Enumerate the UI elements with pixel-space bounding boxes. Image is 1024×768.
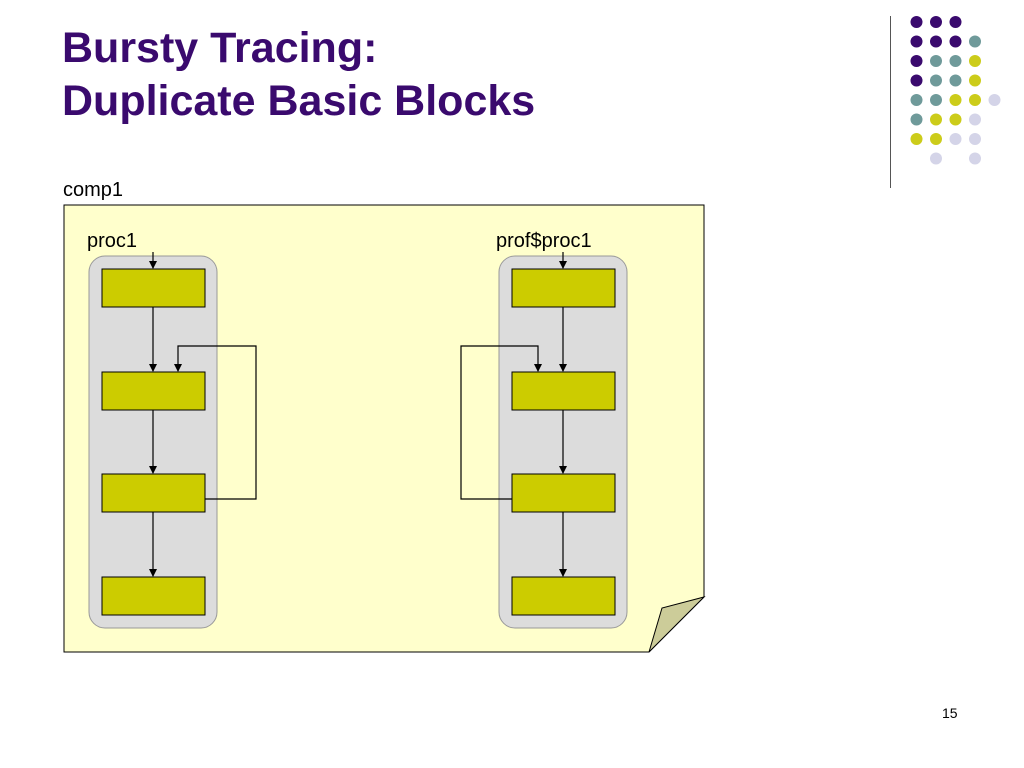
decorative-dot (930, 113, 942, 126)
decorative-dot (969, 152, 981, 165)
decorative-dot-grid (910, 16, 1001, 165)
decorative-dot (910, 94, 923, 106)
basic-block-prof-proc1-3 (511, 473, 616, 513)
decorative-dot (969, 113, 981, 126)
decorative-dot (949, 55, 962, 67)
decorative-dot (930, 55, 942, 67)
decorative-dot (949, 16, 962, 28)
decorative-dot (910, 16, 923, 28)
slide-title-line-1: Bursty Tracing: (62, 24, 378, 72)
back-edge-proc1 (174, 345, 257, 500)
decorative-dot (969, 94, 981, 106)
decorative-dot (949, 113, 962, 126)
basic-block-prof-proc1-2 (511, 371, 616, 411)
procedure-label-prof-proc1: prof$proc1 (496, 230, 592, 252)
decorative-dot (910, 113, 923, 126)
page-number: 15 (942, 705, 958, 721)
basic-block-prof-proc1-4 (511, 576, 616, 616)
slide-title: Bursty Tracing: Duplicate Basic Blocks (62, 22, 535, 128)
decorative-dot (969, 35, 981, 48)
basic-block-proc1-4 (101, 576, 206, 616)
decorative-dot (949, 35, 962, 48)
decorative-dot (930, 35, 942, 48)
decorative-dot (969, 74, 981, 87)
decorative-dot (949, 74, 962, 87)
back-edge-prof-proc1 (460, 345, 542, 500)
slide-title-line-2: Duplicate Basic Blocks (62, 77, 536, 125)
procedure-label-proc1: proc1 (87, 230, 137, 252)
decorative-dot (930, 133, 942, 145)
basic-block-proc1-3 (101, 473, 206, 513)
decorative-dot (930, 74, 942, 87)
decorative-dot (910, 74, 923, 87)
decorative-dot (910, 35, 923, 48)
basic-block-proc1-2 (101, 371, 206, 411)
decorative-divider-line (890, 16, 891, 188)
note-page-fold (648, 596, 706, 653)
component-label: comp1 (63, 179, 123, 201)
decorative-dot (930, 16, 942, 28)
decorative-dot (969, 55, 981, 67)
basic-block-proc1-1 (101, 268, 206, 308)
basic-block-prof-proc1-1 (511, 268, 616, 308)
decorative-dot (969, 133, 981, 145)
decorative-dot (988, 94, 1001, 106)
decorative-dot (930, 152, 942, 165)
decorative-dot (930, 94, 942, 106)
decorative-dot (949, 94, 962, 106)
decorative-dot (949, 133, 962, 145)
decorative-dot (910, 133, 923, 145)
decorative-dot (910, 55, 923, 67)
